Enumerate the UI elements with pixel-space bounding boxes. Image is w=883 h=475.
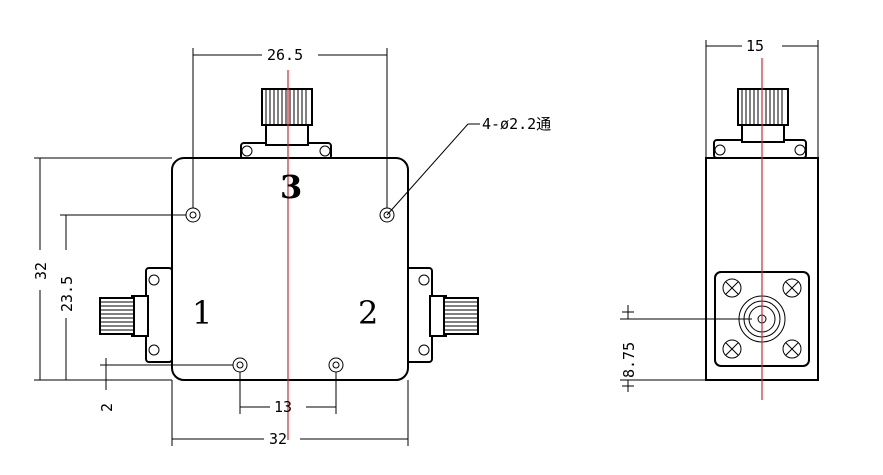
- front-body: [171, 157, 409, 381]
- dim-connector-height: 8.75: [620, 305, 752, 392]
- dim-hole-height: 23.5: [58, 214, 186, 381]
- dim-26-5-text: 26.5: [267, 46, 303, 64]
- port-2-label: 2: [358, 294, 378, 332]
- dim-body-height: 32: [32, 157, 172, 381]
- dim-13-text: 13: [274, 398, 292, 416]
- front-view: 3 1 2 26.5 32 23.5: [32, 46, 551, 448]
- right-connector: [405, 267, 479, 363]
- port-3-label: 3: [280, 168, 302, 206]
- hole-note: 4-ø2.2通: [386, 115, 551, 216]
- left-connector: [99, 267, 173, 363]
- dim-hole-spacing-top: 26.5: [192, 46, 388, 208]
- dim-8-75-text: 8.75: [620, 342, 638, 378]
- dim-bottom-offset: 2: [98, 358, 233, 412]
- side-top-connector: [713, 88, 807, 159]
- hole-note-text: 4-ø2.2通: [482, 115, 551, 133]
- dim-hole-spacing-bottom: 13: [239, 372, 337, 416]
- dim-23-5-text: 23.5: [58, 276, 76, 312]
- dim-depth: 15: [705, 37, 819, 158]
- dim-15-text: 15: [746, 37, 764, 55]
- dim-body-width: 32: [171, 380, 409, 448]
- port-1-label: 1: [192, 294, 212, 332]
- side-view: 15 8.75: [620, 37, 819, 400]
- top-connector: [240, 88, 332, 160]
- dim-32-width-text: 32: [269, 430, 287, 448]
- dim-32-height-text: 32: [32, 262, 50, 280]
- dim-2-text: 2: [98, 403, 116, 412]
